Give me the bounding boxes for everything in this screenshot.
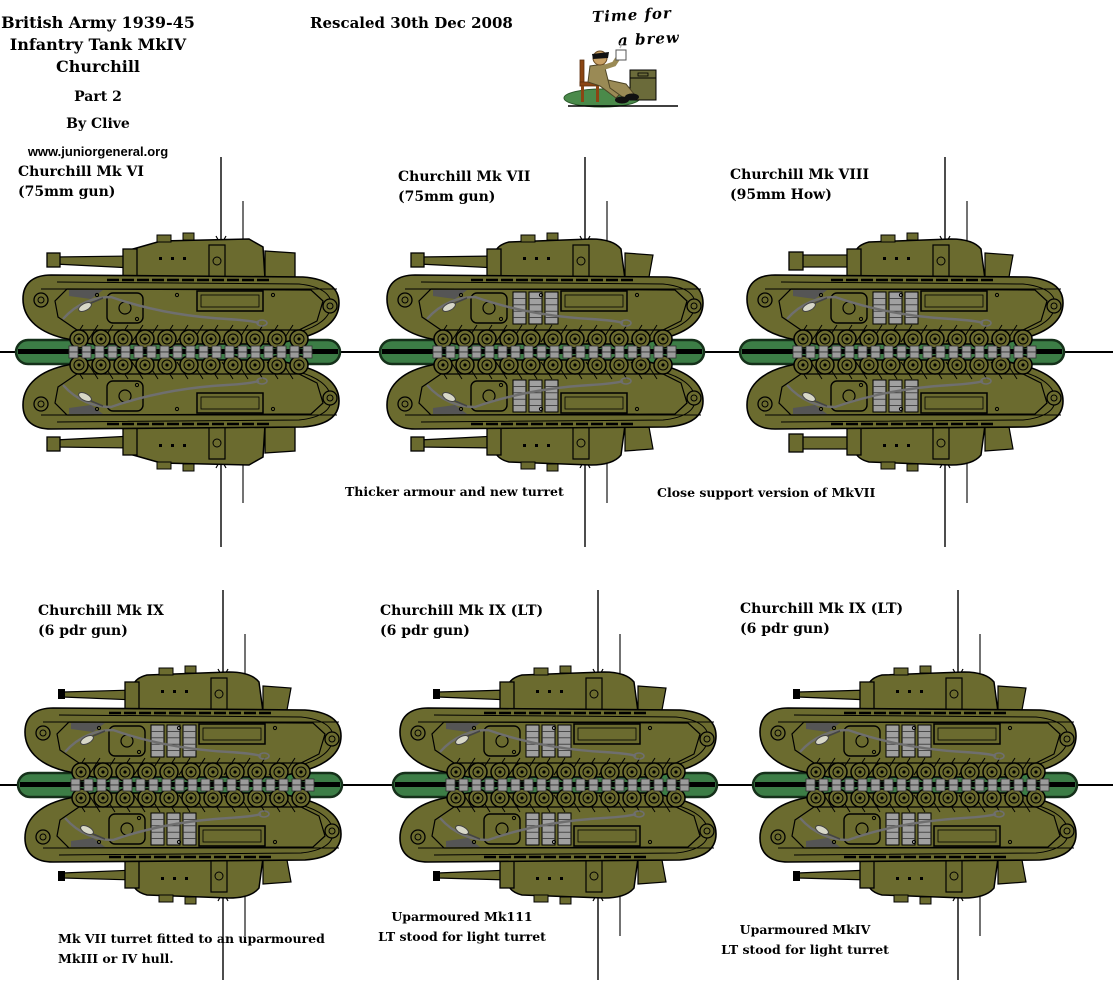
part-label: Part 2 — [74, 89, 122, 105]
website-label: www.juniorgeneral.org — [27, 144, 169, 159]
tank-caption-4: Uparmoured Mk111 LT stood for light turr… — [362, 907, 562, 947]
tank-gun-spec: (95mm How) — [730, 187, 832, 203]
tank-caption-1: Thicker armour and new turret — [345, 484, 564, 499]
tank-label-5: Churchill Mk IX (LT) (6 pdr gun) — [740, 599, 903, 639]
tank-caption-5: Uparmoured MkIV LT stood for light turre… — [700, 920, 910, 960]
caption-line: LT stood for light turret — [378, 929, 546, 944]
rescaled-note: Rescaled 30th Dec 2008 — [310, 14, 513, 32]
tank-gun-spec: (6 pdr gun) — [38, 623, 128, 639]
author-label: By Clive — [66, 116, 130, 132]
tank-gun-spec: (75mm gun) — [398, 189, 496, 205]
tank-name: Churchill Mk VII — [398, 169, 531, 185]
tea-break-figure-icon — [563, 42, 678, 108]
tank-caption-3: Mk VII turret fitted to an uparmoured Mk… — [58, 929, 325, 969]
caption-line: LT stood for light turret — [721, 942, 889, 957]
tank-label-0: Churchill Mk VI (75mm gun) — [18, 162, 144, 202]
tank-figure-1 — [372, 150, 712, 560]
tank-name: Churchill Mk IX (LT) — [380, 603, 544, 619]
tank-label-1: Churchill Mk VII (75mm gun) — [398, 167, 530, 207]
tank-label-3: Churchill Mk IX (6 pdr gun) — [38, 601, 164, 641]
page-title-line1: British Army 1939-45 — [1, 13, 195, 32]
tank-figure-3 — [10, 583, 350, 993]
tank-figure-2 — [732, 150, 1072, 560]
tank-gun-spec: (75mm gun) — [18, 184, 116, 200]
tank-caption-2: Close support version of MkVII — [657, 485, 876, 500]
caption-line: Uparmoured Mk111 — [391, 909, 533, 924]
caption-line: MkIII or IV hull. — [58, 951, 174, 966]
page-title-line2: Infantry Tank MkIV — [9, 35, 187, 54]
page-title-line3: Churchill — [55, 57, 141, 76]
tank-label-4: Churchill Mk IX (LT) (6 pdr gun) — [380, 601, 543, 641]
title-block: British Army 1939-45 Infantry Tank MkIV … — [0, 12, 196, 159]
tank-name: Churchill Mk VIII — [730, 167, 869, 183]
tank-label-2: Churchill Mk VIII (95mm How) — [730, 165, 869, 205]
tank-gun-spec: (6 pdr gun) — [380, 623, 470, 639]
caption-line: Mk VII turret fitted to an uparmoured — [58, 931, 325, 946]
tank-figure-0 — [8, 150, 348, 560]
tank-gun-spec: (6 pdr gun) — [740, 621, 830, 637]
tank-name: Churchill Mk IX (LT) — [740, 601, 904, 617]
tank-figure-4 — [385, 583, 725, 993]
brew-text-line1: Time for — [591, 3, 673, 27]
caption-line: Uparmoured MkIV — [739, 922, 871, 937]
tank-name: Churchill Mk IX — [38, 603, 164, 619]
tank-figure-5 — [745, 583, 1085, 993]
tank-name: Churchill Mk VI — [18, 164, 144, 180]
